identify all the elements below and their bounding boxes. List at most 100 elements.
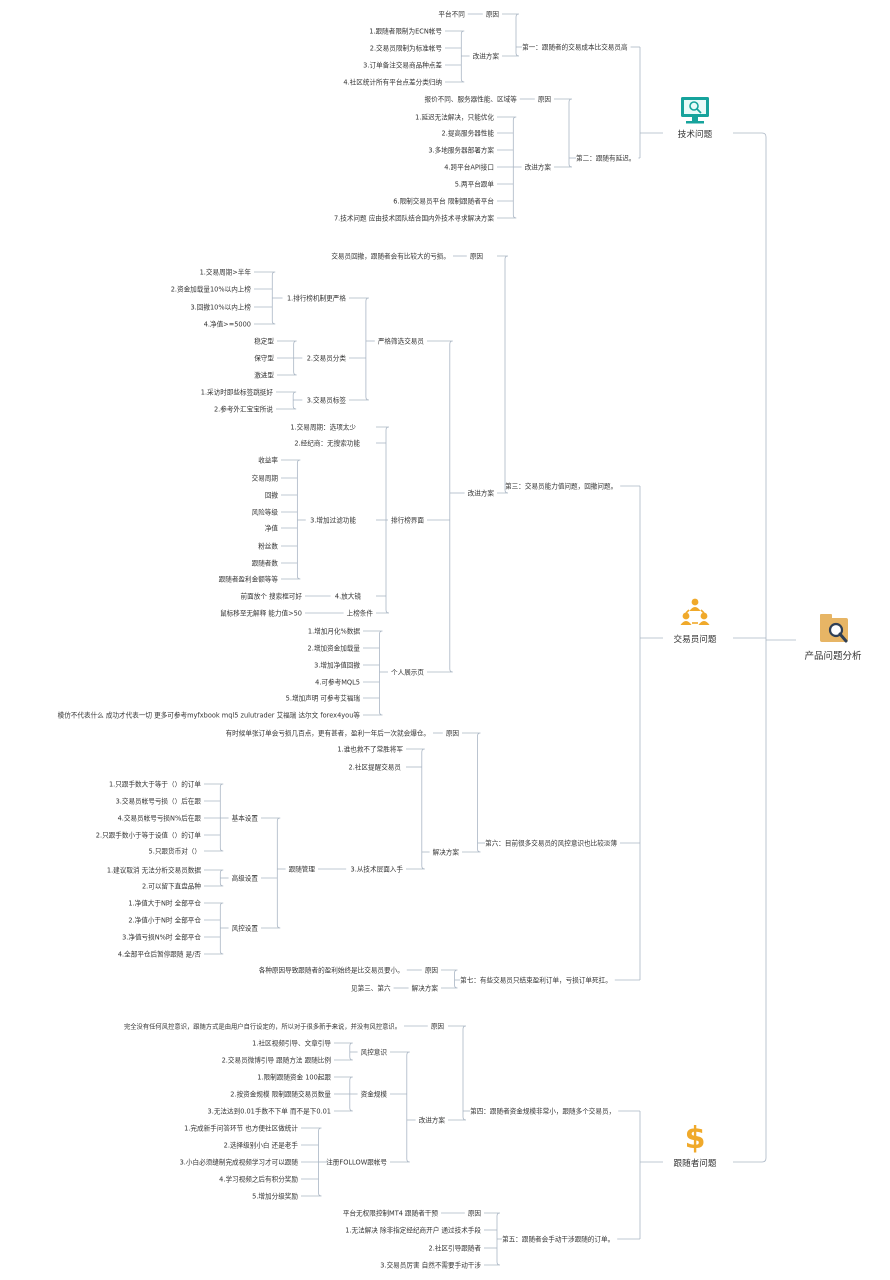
solution-item: 2.社区引导跟随者 xyxy=(429,1243,482,1252)
leaf-item: 5.增加分级奖励 xyxy=(252,1191,298,1200)
category-label: 跟随者问题 xyxy=(674,1157,717,1169)
problem-label: 第六：目前很多交易员的风控意识也比较淡薄 xyxy=(485,838,617,847)
leaf-item: 3.小白必须缝制完成视频学习才可以跟随 xyxy=(180,1157,299,1166)
leaf-item: 2.社区提醒交易员 xyxy=(349,762,402,771)
connector-line xyxy=(277,340,297,345)
connector-line xyxy=(334,1042,353,1047)
setting-item: 3.交易员帐号亏损（）后在跟 xyxy=(116,796,202,805)
category-label: 交易员问题 xyxy=(674,633,717,645)
leaf-item: 激进型 xyxy=(254,370,274,379)
reason-text: 完全没有任何风控意识，跟随方式是由用户自行设定的，所以对于很多新手来说，并没有风… xyxy=(124,1021,401,1030)
connector-line xyxy=(390,1051,410,1056)
group-label: 4.放大镜 xyxy=(335,591,361,600)
reason-text: 有时候单张订单会亏损几百点，更有甚者，盈利一年后一次就会爆仓。 xyxy=(226,728,430,737)
connector-line xyxy=(204,847,224,852)
leaf-item: 2.交易员微博引导 跟随方法 跟随比例 xyxy=(222,1055,332,1064)
connector-line xyxy=(363,711,383,716)
connector-line xyxy=(334,1056,353,1061)
solution-item: 6.限制交易员平台 限制跟随者平台 xyxy=(393,196,494,205)
reason-label: 原因 xyxy=(425,966,439,974)
connector-line xyxy=(554,163,573,168)
connector-line xyxy=(484,1212,501,1217)
connector-line xyxy=(445,30,465,35)
setting-item: 2.净值小于N时 全部平仓 xyxy=(128,915,201,924)
connector-line xyxy=(554,98,573,103)
solution-item: 2.提高服务器性能 xyxy=(442,128,495,137)
solution-label: 解决方案 xyxy=(412,983,439,992)
reason-label: 原因 xyxy=(470,252,484,260)
filter-item: 交易周期 xyxy=(252,473,279,482)
connector-line xyxy=(261,924,281,929)
leaf-item: 1.采访时即些标签跳挺好 xyxy=(201,387,274,396)
setting-item: 1.只跟手数大于等于（）的订单 xyxy=(109,779,201,788)
category-node[interactable]: 交易员问题 xyxy=(674,598,717,645)
solution-item: 1.跟随者限制为ECN帐号 xyxy=(369,26,442,35)
solution-item: 1.延迟无法解决，只能优化 xyxy=(415,112,494,121)
setting-item: 4.交易员帐号亏损N%后在跟 xyxy=(118,813,202,822)
connector-line xyxy=(733,132,767,138)
category-node[interactable]: $跟随者问题 xyxy=(674,1121,717,1169)
solution-item: 3.多地服务器部署方案 xyxy=(428,145,494,154)
leaf-item: 鼠标移至无解释 能力值>50 xyxy=(220,608,302,617)
root-node[interactable]: 产品问题分析 xyxy=(804,614,862,662)
leaf-item: 保守型 xyxy=(254,353,274,362)
group-label: 3.交易员标签 xyxy=(307,395,347,404)
connector-line xyxy=(502,13,520,18)
connector-line xyxy=(733,1157,767,1163)
solution-item: 4.社区统计所有平台点差分类归纳 xyxy=(343,77,442,86)
setting-item: 2.只跟手数小于等于设值（）的订单 xyxy=(96,830,202,839)
root-label: 产品问题分析 xyxy=(804,650,862,662)
filter-item: 跟随者数 xyxy=(252,558,279,567)
group-label: 风控意识 xyxy=(361,1047,388,1056)
connector-line xyxy=(204,902,224,907)
connector-line xyxy=(390,1158,410,1163)
connector-line xyxy=(406,865,425,870)
solution-item: 2.交易员限制为标准帐号 xyxy=(370,43,443,52)
connector-line xyxy=(462,732,481,737)
connector-line xyxy=(445,78,465,83)
problem-label: 第二：跟随有延迟。 xyxy=(576,153,635,162)
category-label: 技术问题 xyxy=(678,128,713,140)
leaf-item: 3.增加净值回撤 xyxy=(314,660,360,669)
solution-label: 改进方案 xyxy=(473,51,500,60)
connector-line xyxy=(261,817,281,822)
leaf-item: 2.经纪商：无搜索功能 xyxy=(294,438,360,447)
connector-line xyxy=(363,630,383,635)
connector-line xyxy=(301,1192,322,1197)
group-label: 严格筛选交易员 xyxy=(378,336,425,345)
setting-item: 5.只跟货币对（） xyxy=(149,846,201,855)
reason-label: 原因 xyxy=(486,10,500,18)
connector-line xyxy=(277,371,297,376)
group-label: 风控设置 xyxy=(232,923,259,932)
leaf-item: 4.学习视频之后有积分奖励 xyxy=(219,1174,298,1183)
connector-line xyxy=(441,984,458,989)
group-label: 基本设置 xyxy=(232,813,259,822)
group-label: 个人展示页 xyxy=(391,668,424,676)
leaf-item: 4.净值>=5000 xyxy=(204,319,251,328)
connector-line xyxy=(497,214,517,219)
connector-line xyxy=(497,116,517,121)
group-label: 2.交易员分类 xyxy=(307,353,347,362)
connector-line xyxy=(497,489,509,494)
category-node[interactable]: 技术问题 xyxy=(678,97,713,140)
setting-item: 3.净值亏损N%时 全部平仓 xyxy=(122,932,201,941)
leaf-item: 1.社区视频引导、文章引导 xyxy=(252,1038,331,1047)
connector-line xyxy=(301,1127,322,1132)
connector-line xyxy=(281,459,301,464)
solution-item: 3.订单备注交易商品种点差 xyxy=(363,60,442,69)
solution-item: 7.技术问题 应由技术团队结合国内外技术寻求解决方案 xyxy=(334,213,494,222)
leaf-item: 模仿不代表什么 成功才代表一切 更多可参考myfxbook mql5 zulut… xyxy=(58,710,361,719)
reason-text: 各种原因导致跟随者的盈利始终是比交易员要小。 xyxy=(259,965,404,974)
connector-line xyxy=(276,391,297,396)
reason-text: 平台无权限控制MT4 跟随者干预 xyxy=(343,1208,439,1217)
reason-text: 平台不同 xyxy=(438,9,465,18)
connector-line xyxy=(406,748,425,753)
connector-line xyxy=(276,405,297,410)
connector-line xyxy=(484,1261,501,1266)
connector-line xyxy=(204,950,224,955)
reason-label: 原因 xyxy=(431,1022,445,1030)
problem-label: 第五：跟随者会手动干涉跟随的订单。 xyxy=(502,1234,614,1243)
leaf-item: 2.按资金规模 限制跟随交易员数量 xyxy=(230,1089,331,1098)
group-label: 注册FOLLOW跟帐号 xyxy=(326,1157,387,1166)
